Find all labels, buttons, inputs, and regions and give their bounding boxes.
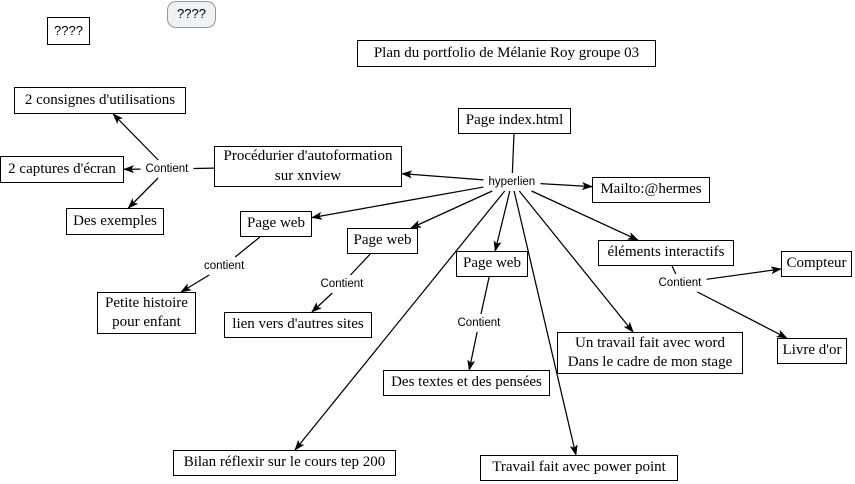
node-lien-autres-sites[interactable]: lien vers d'autres sites <box>224 312 372 338</box>
node-title[interactable]: Plan du portfolio de Mélanie Roy groupe … <box>357 40 656 67</box>
node-consignes[interactable]: 2 consignes d'utilisations <box>14 87 186 114</box>
node-procedurier[interactable]: Procédurier d'autoformation sur xnview <box>214 146 402 187</box>
edge-hyperlien-to-power-point <box>513 190 578 456</box>
edge-hyperlien-to-travail-word <box>518 190 634 333</box>
link-label-contient-procedurier: Contient <box>143 163 191 175</box>
link-label-contient-page-web-3: Contient <box>455 317 503 329</box>
node-unknown-pill[interactable]: ???? <box>167 1 216 28</box>
link-label-contient-page-web-1: contient <box>202 260 247 272</box>
node-page-index[interactable]: Page index.html <box>458 108 571 134</box>
edge-hyperlien-to-bilan <box>294 190 506 451</box>
edges <box>112 113 788 456</box>
edge-page-web-2-to-contient-page-web-2 <box>350 253 371 276</box>
edge-page-index-to-hyperlien <box>511 133 515 174</box>
edge-hyperlien-to-elements-interactifs <box>531 190 639 241</box>
node-page-web-2[interactable]: Page web <box>347 228 418 254</box>
node-exemples[interactable]: Des exemples <box>66 208 164 235</box>
node-livre-dor[interactable]: Livre d'or <box>777 338 847 364</box>
node-power-point[interactable]: Travail fait avec power point <box>480 455 678 481</box>
edge-hyperlien-to-page-web-1 <box>311 186 484 220</box>
edge-hyperlien-to-mailto <box>540 182 593 191</box>
edge-hyperlien-to-page-web-3 <box>493 190 511 252</box>
link-label-contient-elements: Contient <box>656 277 704 289</box>
edge-page-web-3-to-contient-page-web-3 <box>480 276 490 315</box>
edge-contient-elements-to-livre-dor <box>697 291 788 339</box>
node-page-web-3[interactable]: Page web <box>456 251 528 277</box>
link-label-hyperlien: hyperlien <box>486 176 538 188</box>
node-compteur[interactable]: Compteur <box>781 251 852 277</box>
node-petite-histoire[interactable]: Petite histoire pour enfant <box>97 292 196 334</box>
node-unknown-box[interactable]: ???? <box>47 17 90 45</box>
edge-contient-page-web-2-to-lien-autres-sites <box>311 292 333 313</box>
edge-contient-page-web-3-to-textes-pensees <box>467 331 478 371</box>
node-captures[interactable]: 2 captures d'écran <box>0 156 124 183</box>
node-travail-word[interactable]: Un travail fait avec word Dans le cadre … <box>557 332 743 374</box>
edge-page-web-1-to-contient-page-web-1 <box>234 236 261 258</box>
edge-contient-page-web-1-to-petite-histoire <box>180 274 210 293</box>
node-bilan[interactable]: Bilan réflexir sur le cours tep 200 <box>173 450 396 476</box>
edge-contient-elements-to-compteur <box>706 266 782 280</box>
edge-hyperlien-to-procedurier <box>401 170 484 181</box>
edge-hyperlien-to-page-web-2 <box>410 190 493 229</box>
node-elements-interactifs[interactable]: éléments interactifs <box>598 240 734 266</box>
link-label-contient-page-web-2: Contient <box>318 278 366 290</box>
edge-elements-interactifs-to-contient-elements <box>671 265 677 275</box>
node-page-web-1[interactable]: Page web <box>240 211 312 237</box>
edge-contient-procedurier-to-consignes <box>112 113 159 161</box>
edge-contient-procedurier-to-exemples <box>127 177 159 209</box>
node-mailto[interactable]: Mailto:@hermes <box>592 177 710 203</box>
node-textes-pensees[interactable]: Des textes et des pensées <box>383 370 550 396</box>
